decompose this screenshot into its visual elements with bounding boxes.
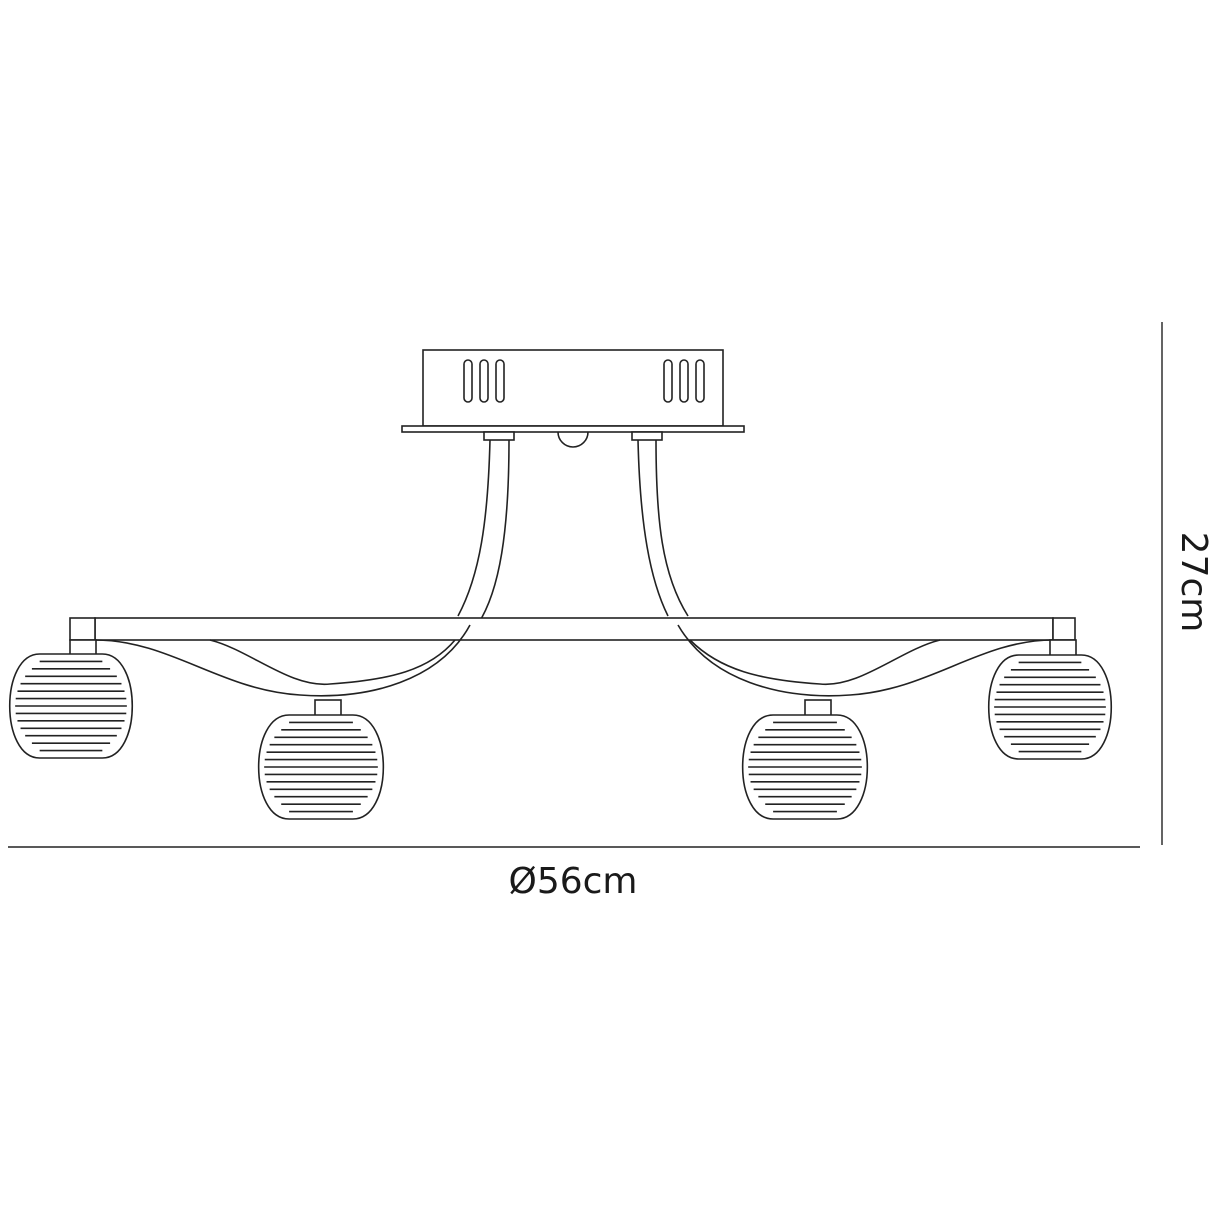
lamp-holder-2 <box>314 699 342 717</box>
ceiling-canopy <box>401 349 745 448</box>
globe-shade-1 <box>8 653 134 759</box>
main-arm-bar <box>69 617 1076 641</box>
curved-arm-right <box>677 624 1054 697</box>
globe-shade-3 <box>741 714 869 820</box>
globe-shade-2 <box>257 714 385 820</box>
width-dimension: Ø56cm <box>8 846 1140 902</box>
globe-shade-4 <box>987 654 1113 760</box>
height-dimension-label: 27cm <box>1173 532 1214 633</box>
lamp-holder-4 <box>1049 639 1077 657</box>
stem-right <box>631 431 689 617</box>
lamp-holder-3 <box>804 699 832 717</box>
canopy-vent-slots-right <box>663 359 705 403</box>
canopy-vent-slots-left <box>463 359 505 403</box>
width-dimension-label: Ø56cm <box>508 861 637 902</box>
height-dimension: 27cm <box>1161 322 1214 845</box>
canopy-screw <box>557 431 589 448</box>
curved-arm-left <box>94 624 471 697</box>
stem-left <box>457 431 515 625</box>
